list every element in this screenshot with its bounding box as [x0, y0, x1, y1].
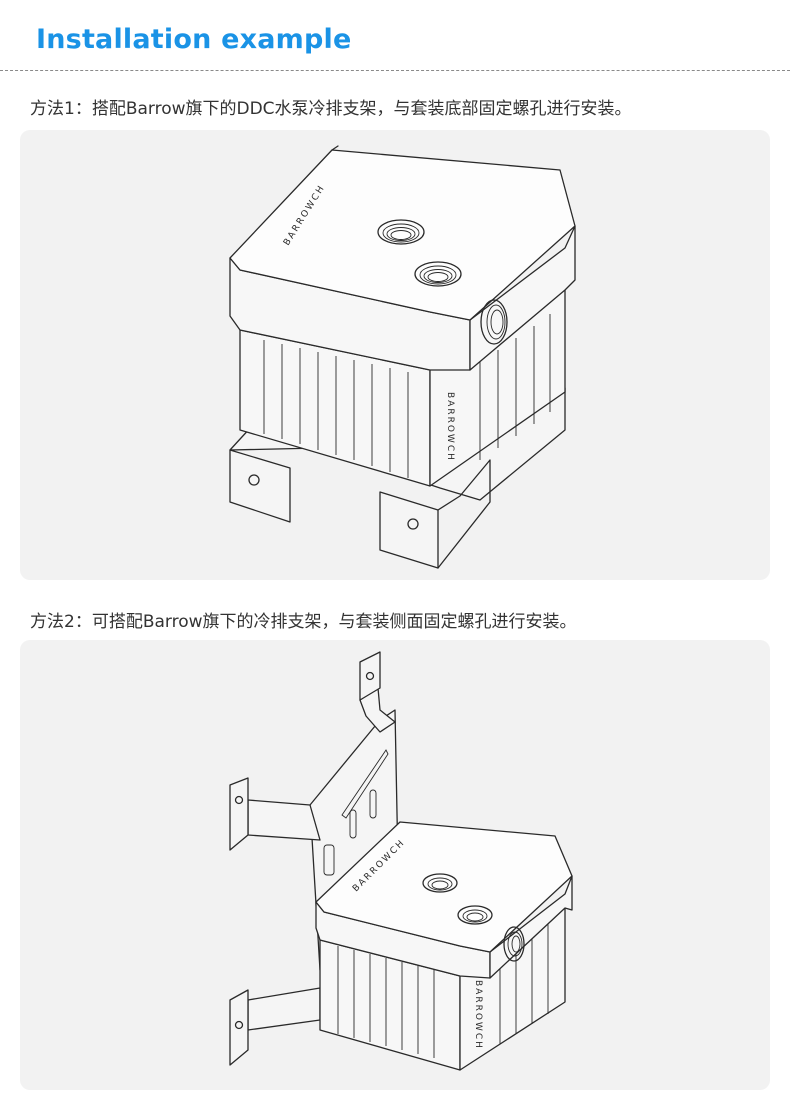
bracket-upper-left-arm: [247, 799, 321, 841]
method-1-caption: 方法1：搭配Barrow旗下的DDC水泵冷排支架，与套装底部固定螺孔进行安装。: [30, 99, 632, 119]
bracket-lower-left-arm: [247, 987, 321, 1031]
page-title: Installation example: [36, 24, 352, 55]
side-port: [503, 926, 525, 962]
bracket-right-hole: [407, 518, 419, 530]
bracket-left-hole: [248, 474, 260, 486]
method-2-caption: 方法2：可搭配Barrow旗下的冷排支架，与套装侧面固定螺孔进行安装。: [30, 612, 577, 632]
pump-on-bottom-bracket-drawing: BARROWCH BARROWCH: [229, 145, 576, 569]
top-port-1: [377, 219, 425, 245]
method-1-illustration: BARROWCH BARROWCH: [20, 130, 770, 580]
bracket-left-tab: [229, 449, 291, 523]
pump-on-side-bracket-drawing: BARROWCH BARROWCH: [229, 651, 573, 1071]
pump-top-face: [315, 821, 573, 953]
bracket-top-tab: [359, 651, 381, 701]
top-port-2: [457, 905, 493, 925]
pump-side-brand-mark: BARROWCH: [473, 980, 483, 1050]
method-2-illustration: BARROWCH BARROWCH: [20, 640, 770, 1090]
bracket-right-tab: [379, 491, 439, 569]
side-port: [480, 299, 508, 345]
bracket-upper-left-tab: [229, 777, 249, 851]
top-port-1: [422, 873, 458, 893]
bracket-lower-left-tab: [229, 989, 249, 1066]
pump-top-face: [229, 149, 576, 321]
pump-side-brand-mark: BARROWCH: [445, 392, 455, 462]
dashed-divider: [0, 70, 790, 71]
top-port-2: [414, 261, 462, 287]
